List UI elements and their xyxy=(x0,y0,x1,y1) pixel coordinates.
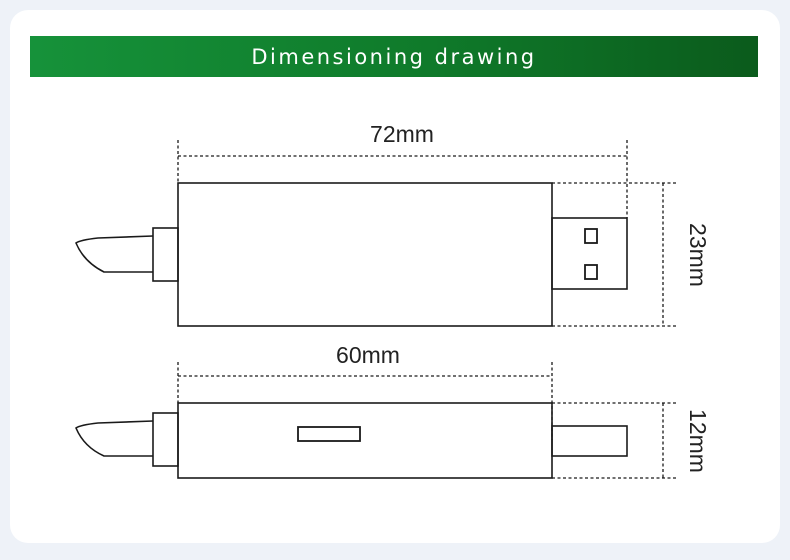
dim-label-72mm: 72mm xyxy=(370,121,434,147)
top-usb-hole-lower xyxy=(584,264,598,280)
top-body xyxy=(177,182,553,327)
top-usb-hole-upper xyxy=(584,228,598,244)
top-cable-tip xyxy=(75,235,154,273)
top-view xyxy=(75,182,628,327)
side-slot xyxy=(297,426,361,442)
page-title: Dimensioning drawing xyxy=(251,44,537,69)
side-cable-tip xyxy=(75,420,154,457)
side-strain-relief xyxy=(152,412,179,467)
side-usb-connector xyxy=(551,425,628,457)
dim-label-60mm: 60mm xyxy=(336,342,400,368)
top-usb-connector xyxy=(551,217,628,290)
dim-label-12mm: 12mm xyxy=(685,409,711,473)
diagram-card xyxy=(10,10,780,543)
side-body xyxy=(177,402,553,479)
dim-label-23mm: 23mm xyxy=(685,223,711,287)
title-banner: Dimensioning drawing xyxy=(30,36,758,77)
top-strain-relief xyxy=(152,227,179,282)
side-view xyxy=(75,402,628,479)
